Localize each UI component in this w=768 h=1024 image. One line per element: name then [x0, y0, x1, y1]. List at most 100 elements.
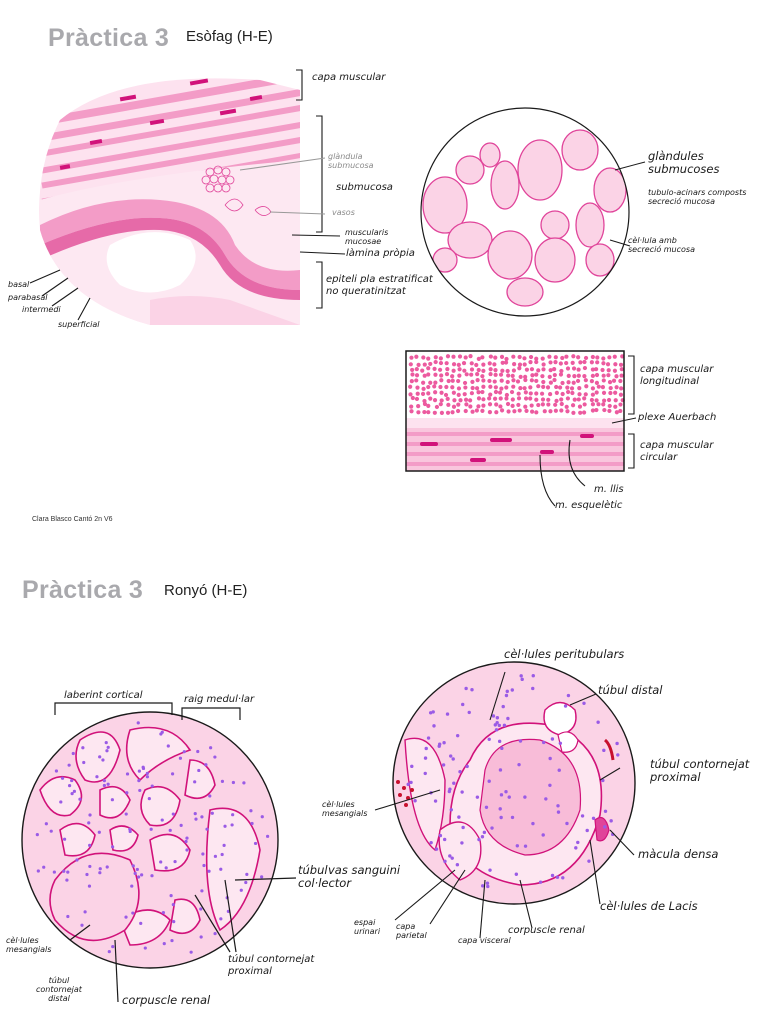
muscle-nucleus-dot: [590, 392, 596, 397]
muscle-nucleus-dot: [566, 389, 571, 395]
label-parabasal: parabasal: [8, 293, 48, 302]
muscle-nucleus-dot: [505, 368, 510, 374]
muscle-nucleus-dot: [476, 396, 482, 401]
muscle-nucleus-dot: [512, 361, 517, 367]
nucleus-dot: [150, 784, 154, 788]
muscle-nucleus-dot: [560, 355, 565, 361]
muscle-nucleus-dot: [498, 396, 503, 401]
nucleus-dot: [201, 852, 205, 856]
muscle-nucleus-dot: [589, 379, 594, 384]
muscle-nucleus-dot: [456, 362, 461, 367]
nucleus-dot: [531, 686, 535, 691]
muscle-nucleus-dot: [559, 397, 564, 402]
nucleus-dot: [197, 768, 201, 773]
nucleus-dot: [409, 780, 413, 785]
muscle-nucleus-dot: [504, 385, 509, 390]
nucleus-dot: [423, 756, 428, 760]
nucleus-dot: [65, 878, 69, 882]
muscle-nucleus-dot: [476, 404, 481, 409]
nucleus-dot: [452, 781, 456, 785]
muscle-nucleus-dot: [414, 366, 419, 372]
muscle-nucleus-dot: [506, 373, 511, 378]
esofag-brackets: [29, 69, 346, 321]
muscle-nucleus-dot: [560, 391, 565, 397]
muscle-nucleus-dot: [548, 360, 553, 365]
muscle-nucleus-dot: [536, 368, 541, 373]
nucleus-dot: [461, 702, 465, 707]
muscle-nucleus-dot: [534, 397, 539, 402]
label-tubul-distal: túbul distal: [598, 683, 663, 697]
nucleus-dot: [149, 827, 153, 831]
muscle-nucleus-dot: [433, 372, 438, 377]
muscle-nucleus-dot: [534, 356, 539, 361]
muscle-nucleus-dot: [528, 360, 533, 365]
nucleus-dot: [485, 881, 490, 885]
muscle-nucleus-dot: [618, 392, 624, 397]
muscle-nucleus-dot: [414, 378, 419, 383]
muscle-nucleus-dot: [499, 386, 504, 391]
label-cellules-mesangials-right: cèl·lules mesangials: [322, 800, 368, 819]
muscle-nucleus-dot: [428, 361, 433, 367]
muscle-nucleus-dot: [439, 390, 444, 395]
muscle-nucleus-dot: [528, 391, 533, 396]
nucleus-dot: [507, 795, 511, 799]
label-corpuscle-renal-left: corpuscle renal: [122, 993, 211, 1007]
capa-muscular-bands: [41, 78, 301, 204]
muscle-nucleus-dot: [457, 354, 463, 359]
nucleus-dot: [502, 723, 507, 728]
nucleus-dot: [455, 862, 460, 867]
muscle-nucleus-dot: [432, 366, 437, 372]
muscle-nucleus-dot: [444, 371, 450, 377]
muscle-nucleus-dot: [601, 402, 606, 407]
muscle-nucleus-dot: [451, 362, 457, 367]
nucleus-dot: [556, 804, 560, 808]
nucleus-dot: [445, 712, 450, 716]
muscle-nucleus-dot: [488, 367, 493, 372]
muscle-nucleus-dot: [553, 408, 558, 413]
muscle-nucleus-dot: [594, 372, 600, 378]
muscle-nucleus-dot: [590, 367, 595, 372]
nucleus-dot: [200, 815, 204, 819]
nucleus-dot: [504, 790, 508, 794]
muscle-nucleus-dot: [498, 372, 504, 377]
muscle-nucleus-dot: [505, 379, 510, 385]
nucleus-dot: [42, 865, 46, 869]
muscle-nucleus-dot: [577, 386, 582, 391]
muscle-nucleus-dot: [558, 372, 564, 377]
label-epiteli: epiteli pla estratificat no queratinitza…: [326, 274, 433, 297]
muscle-nucleus-dot: [589, 360, 594, 365]
muscle-nucleus-dot: [476, 356, 481, 362]
muscle-nucleus-dot: [462, 368, 467, 373]
nucleus-dot: [242, 781, 246, 785]
label-cellules-mesangials-left: cèl·lules mesangials: [6, 936, 52, 955]
muscle-nucleus-dot: [469, 367, 475, 372]
muscle-nucleus-dot: [432, 384, 437, 389]
nucleus-dot: [124, 812, 128, 816]
label-m-esqueletic: m. esquelètic: [555, 500, 623, 511]
muscle-nucleus-dot: [522, 362, 527, 367]
muscle-nucleus-dot: [515, 379, 521, 384]
muscle-nucleus-dot: [590, 386, 595, 391]
nucleus-dot: [135, 867, 139, 872]
muscle-nucleus-dot: [601, 356, 606, 361]
muscle-nucleus-dot: [596, 384, 601, 389]
muscle-nucleus-dot: [600, 367, 605, 373]
nucleus-dot: [199, 935, 203, 939]
muscle-nucleus-dot: [480, 355, 485, 360]
ronyo-right-circle: [392, 661, 636, 905]
nucleus-dot: [460, 790, 464, 794]
nucleus-dot: [131, 864, 135, 868]
muscle-nucleus-dot: [463, 397, 469, 402]
muscle-nucleus-dot: [607, 380, 613, 385]
nucleus-dot: [78, 797, 82, 801]
nucleus-dot: [171, 902, 175, 907]
muscle-nucleus-dot: [470, 409, 475, 414]
nucleus-dot: [98, 871, 102, 875]
nucleus-dot: [44, 822, 48, 826]
muscle-nucleus-dot: [590, 354, 595, 360]
muscle-nucleus-dot: [416, 410, 421, 415]
muscle-nucleus-dot: [421, 386, 426, 391]
label-intermedi: intermedi: [22, 305, 61, 314]
nucleus-dot: [178, 756, 183, 760]
nucleus-dot: [565, 821, 569, 826]
